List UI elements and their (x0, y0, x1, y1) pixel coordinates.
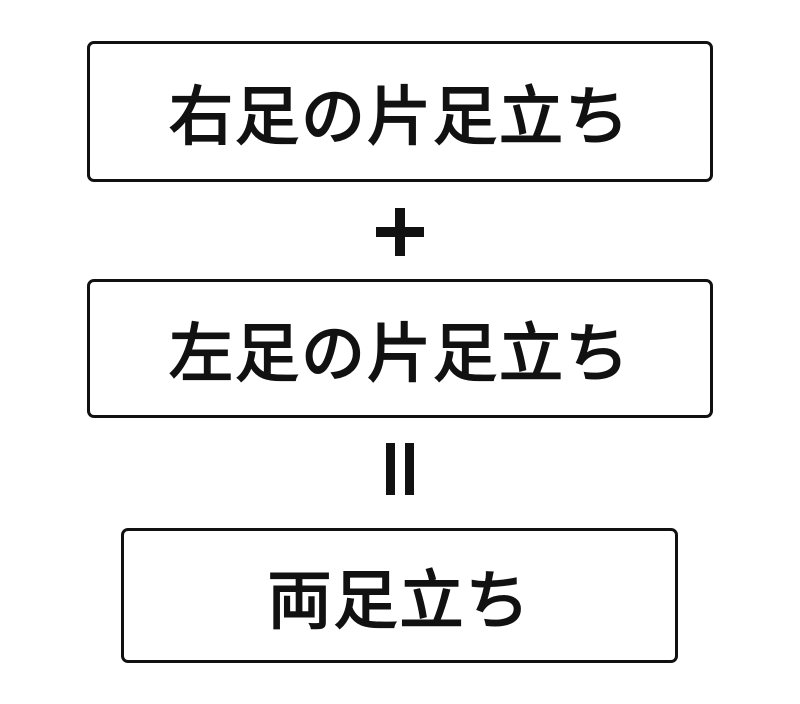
box-right-label: 右足の片足立ち (169, 80, 631, 155)
plus-icon (376, 208, 424, 256)
box-left-label: 左足の片足立ち (169, 317, 631, 392)
box-right-foot-stance: 右足の片足立ち (87, 41, 713, 182)
box-both-label: 両足立ち (267, 564, 532, 639)
box-left-foot-stance: 左足の片足立ち (87, 279, 713, 418)
equals-icon (386, 443, 414, 495)
equals-operator (0, 440, 800, 500)
box-both-feet-stance: 両足立ち (121, 528, 678, 663)
plus-operator (0, 205, 800, 259)
